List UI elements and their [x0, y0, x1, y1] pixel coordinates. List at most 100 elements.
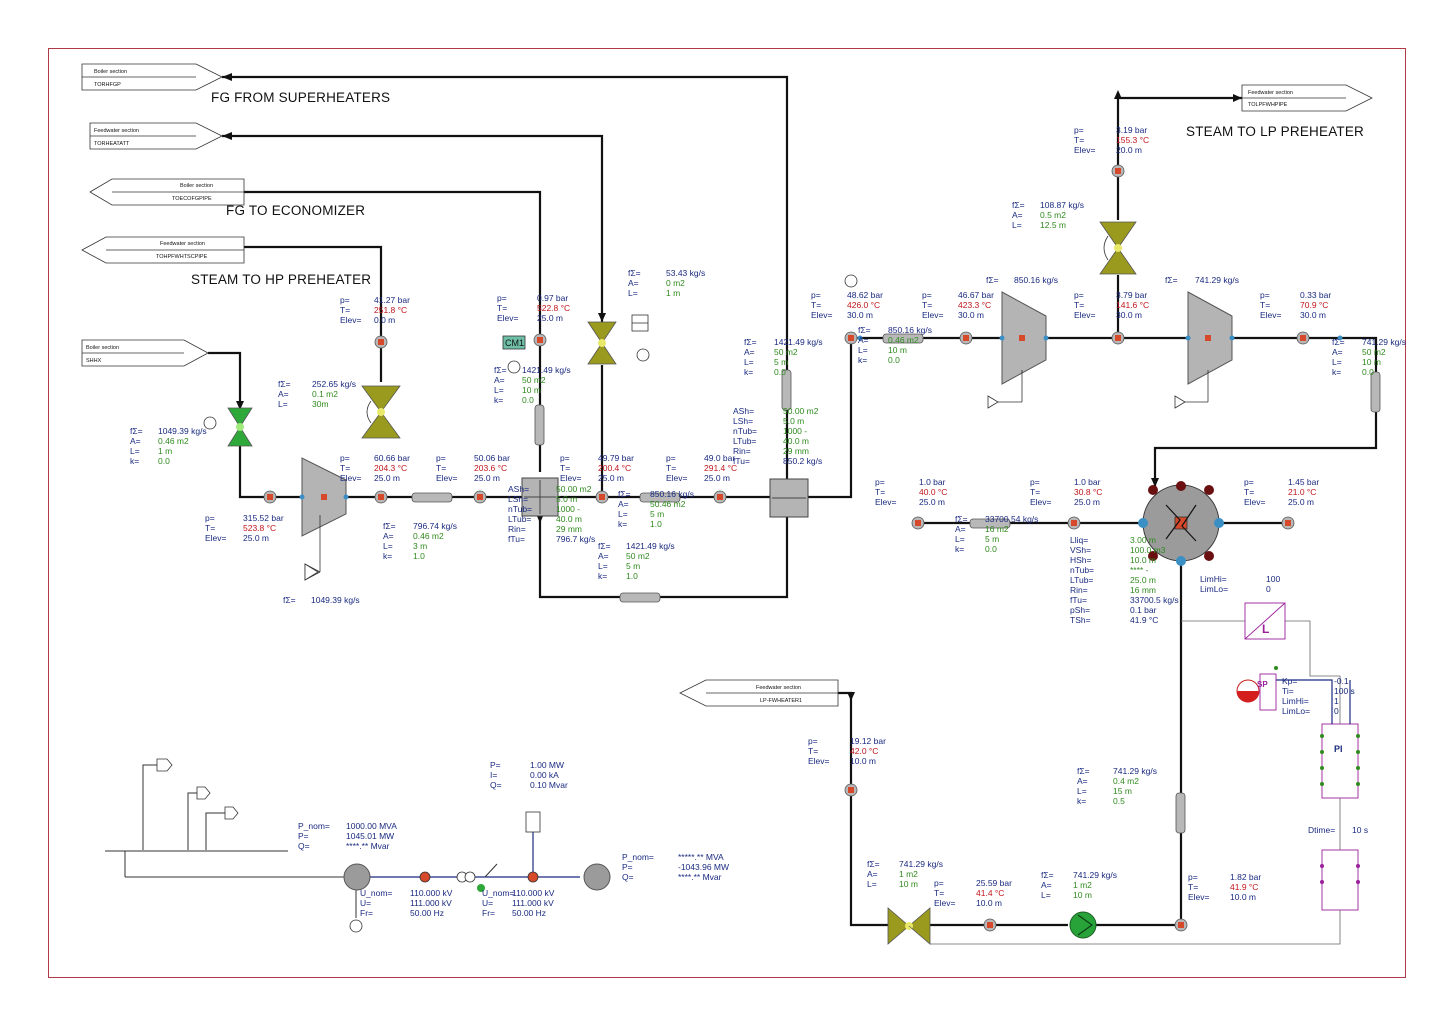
param-value-hx2-ASh: 50.00 m2 — [783, 406, 819, 416]
svg-text:SP: SP — [1257, 680, 1268, 689]
param-value-node9-Elev: 10.0 m — [1230, 892, 1256, 902]
param-key: LTub= — [508, 514, 532, 524]
param-value-bus2-U: 111.000 kV — [512, 898, 554, 908]
param-value-cond-LTub: 25.0 m — [1130, 575, 1156, 585]
param-key: P= — [298, 831, 309, 841]
param-value-cw_pipe-A: 16 m2 — [985, 524, 1009, 534]
param-value-v3-f: 108.87 kg/s — [1040, 200, 1084, 210]
param-key: Elev= — [1244, 497, 1266, 507]
param-value-rh_pipe-f: 1421.49 kg/s — [522, 365, 571, 375]
param-value-lim-LimHi: 100 — [1266, 574, 1281, 584]
param-key: A= — [744, 347, 755, 357]
param-key: LimHi= — [1200, 574, 1227, 584]
param-value-fg_pipe-A: 50 m2 — [774, 347, 798, 357]
param-key: I= — [490, 770, 498, 780]
param-value-pipe4-k: 0.0 — [888, 355, 900, 365]
param-value-cw_node-p: 1.0 bar — [1074, 477, 1101, 487]
connector-label: LP-FWHEATER1 — [760, 698, 803, 704]
param-key: fΣ= — [1332, 337, 1345, 347]
param-value-pipe3-f: 850.16 kg/s — [650, 489, 694, 499]
param-key: T= — [1188, 882, 1199, 892]
param-key: P= — [622, 862, 633, 872]
param-value-cond_out-Elev: 25.0 m — [1288, 497, 1314, 507]
param-value-v2-f: 53.43 kg/s — [666, 268, 706, 278]
param-key: fΣ= — [1077, 766, 1090, 776]
param-key: L= — [1041, 890, 1051, 900]
param-value-inlet_valve-k: 0.0 — [158, 456, 170, 466]
param-value-pipe6-k: 0.5 — [1113, 796, 1125, 806]
param-key: p= — [1188, 872, 1198, 882]
param-value-pi-Ti: 100 s — [1334, 686, 1355, 696]
param-key: A= — [1332, 347, 1343, 357]
param-key: A= — [130, 436, 141, 446]
param-key: Elev= — [497, 313, 519, 323]
param-value-pipe4-L: 10 m — [888, 345, 907, 355]
param-key: fTu= — [508, 534, 525, 544]
param-key: T= — [1030, 487, 1041, 497]
param-key: U_nom= — [482, 888, 515, 898]
param-value-bus2-U_nom: 110.000 kV — [512, 888, 555, 898]
param-key: T= — [497, 303, 508, 313]
connector-label: Boiler section — [94, 69, 128, 75]
param-value-bus2-Fr: 50.00 Hz — [512, 908, 547, 918]
param-key: p= — [922, 290, 932, 300]
param-value-hx2-fTu: 850.2 kg/s — [783, 456, 823, 466]
connector-label: Feedwater section — [94, 128, 139, 134]
param-key: p= — [808, 736, 818, 746]
param-value-cond-TSh: 41.9 °C — [1130, 615, 1159, 625]
param-value-fg_pipe-f: 1421.49 kg/s — [774, 337, 823, 347]
param-key: LimLo= — [1282, 706, 1311, 716]
param-value-rh_hx-Rin: 29 mm — [556, 524, 582, 534]
param-key: T= — [1260, 300, 1271, 310]
connector-label: TORHFGP — [94, 82, 121, 88]
param-key: nTub= — [733, 426, 758, 436]
param-key: ASh= — [508, 484, 530, 494]
param-key: p= — [340, 453, 350, 463]
param-key: A= — [278, 389, 289, 399]
param-key: L= — [598, 561, 608, 571]
inlet-valve — [227, 407, 253, 447]
connector-label: Feedwater section — [160, 241, 205, 247]
param-value-v1-L: 30m — [312, 399, 329, 409]
param-value-rh_hx-nTub: 1000 - — [556, 504, 581, 514]
param-key: Q= — [490, 780, 502, 790]
param-value-dtime-Dtime: 10 s — [1352, 825, 1369, 835]
param-key: Elev= — [560, 473, 582, 483]
grid — [583, 863, 611, 891]
param-value-rh_hx-LTub: 40.0 m — [556, 514, 582, 524]
param-value-node4-p: 49.0 bar — [704, 453, 736, 463]
param-value-pipe5-A: 50 m2 — [1362, 347, 1386, 357]
heading-fg-from-superheaters: FG FROM SUPERHEATERS — [211, 90, 391, 105]
param-key: k= — [955, 544, 965, 554]
param-key: fΣ= — [744, 337, 757, 347]
fg-superheater-line — [222, 75, 789, 490]
param-key: U= — [360, 898, 372, 908]
param-value-hp_extr-T: 251.8 °C — [374, 305, 408, 315]
param-key: L= — [955, 534, 965, 544]
param-key: L= — [1012, 220, 1022, 230]
param-key: Elev= — [922, 310, 944, 320]
param-key: HSh= — [1070, 555, 1092, 565]
param-value-v2-A: 0 m2 — [666, 278, 685, 288]
param-value-pipe5-k: 0.0 — [1362, 367, 1374, 377]
param-key: Elev= — [1260, 310, 1282, 320]
param-key: T= — [340, 463, 351, 473]
param-key: Elev= — [340, 473, 362, 483]
param-value-rh_pipe-k: 0.0 — [522, 395, 534, 405]
heading-fg-to-economizer: FG TO ECONOMIZER — [226, 203, 366, 218]
reheater-hx — [521, 477, 559, 517]
param-key: T= — [205, 523, 216, 533]
connector-label: SHHX — [86, 358, 102, 364]
param-key: fΣ= — [986, 275, 999, 285]
param-key: fΣ= — [283, 595, 296, 605]
cm1-block — [502, 335, 526, 350]
param-value-v3-L: 12.5 m — [1040, 220, 1066, 230]
param-value-hx2-LSh: 5.0 m — [783, 416, 805, 426]
param-value-node3-p: 49.79 bar — [598, 453, 634, 463]
svg-text:PI: PI — [1334, 744, 1343, 754]
svg-text:L: L — [1262, 622, 1269, 636]
param-value-cond-nTub: **** - — [1130, 565, 1149, 575]
param-key: VSh= — [1070, 545, 1092, 555]
param-key: Dtime= — [1308, 825, 1336, 835]
